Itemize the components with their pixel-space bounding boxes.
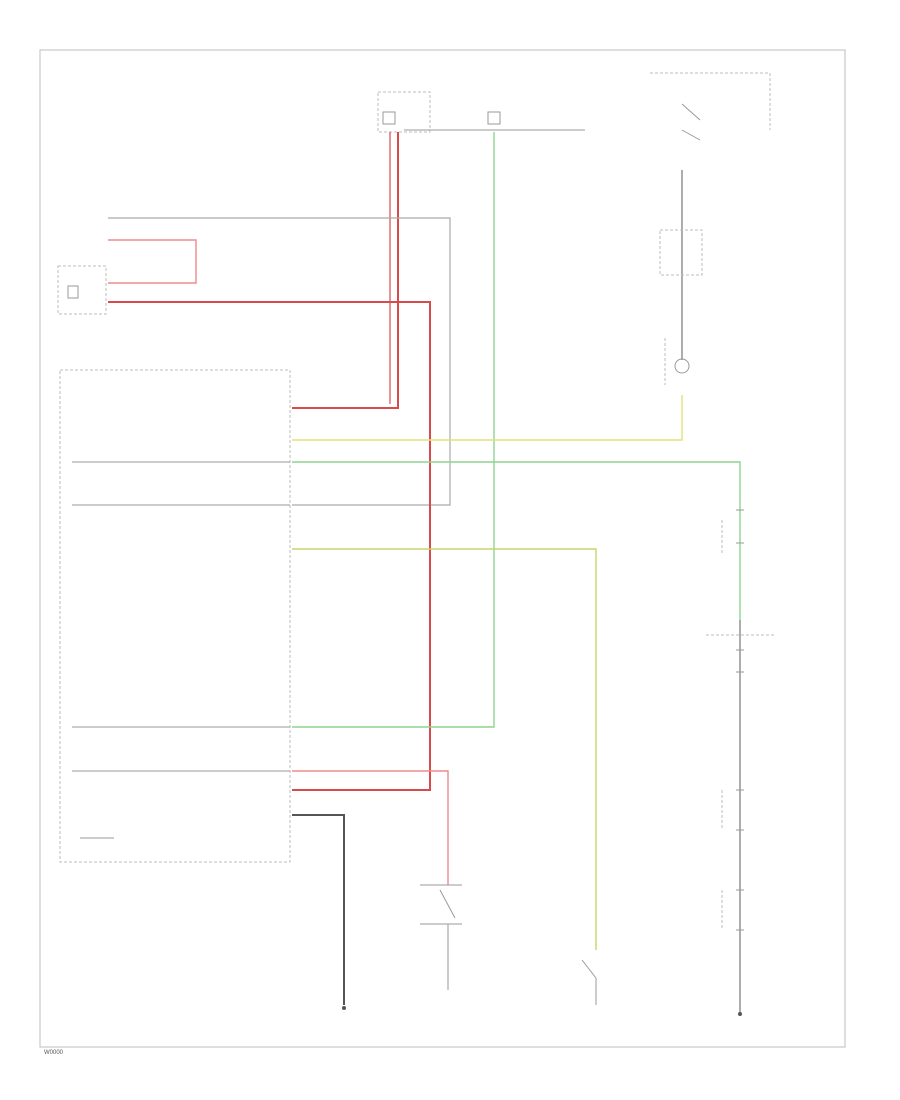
wire-red-long [108,301,431,791]
srs-control-unit [59,369,291,863]
wire-pink-passenger [292,770,449,885]
ground-left-icon [342,1006,346,1010]
wire-green-feed [292,132,495,728]
underhood-fuse-box-top [404,111,585,131]
wire-gray-loop [108,217,451,506]
ignition-switch-connector [57,265,107,315]
ignition-fuse-box [650,72,771,141]
driver-buckle-switch [581,959,597,1005]
wire-yellow-belt [292,395,683,441]
wire-yellow-green-buckle [292,548,597,950]
ground-right-icon [738,1012,742,1016]
passenger-seat-belt-switch [420,884,462,990]
wire-ground [292,814,345,1005]
wire-red-fuse-feed [292,132,399,409]
right-column-ticks [736,509,744,931]
wire-green-right [292,461,741,620]
seat-belt-connector-top [659,229,703,276]
seat-belt-switch-lamp [664,338,690,385]
control-unit-pins [72,461,290,772]
diagram-frame [39,49,846,1048]
corner-code: W0000 [44,1050,64,1056]
wire-pink-jumper [108,239,197,284]
hot-at-all-times-fuse [377,91,431,133]
